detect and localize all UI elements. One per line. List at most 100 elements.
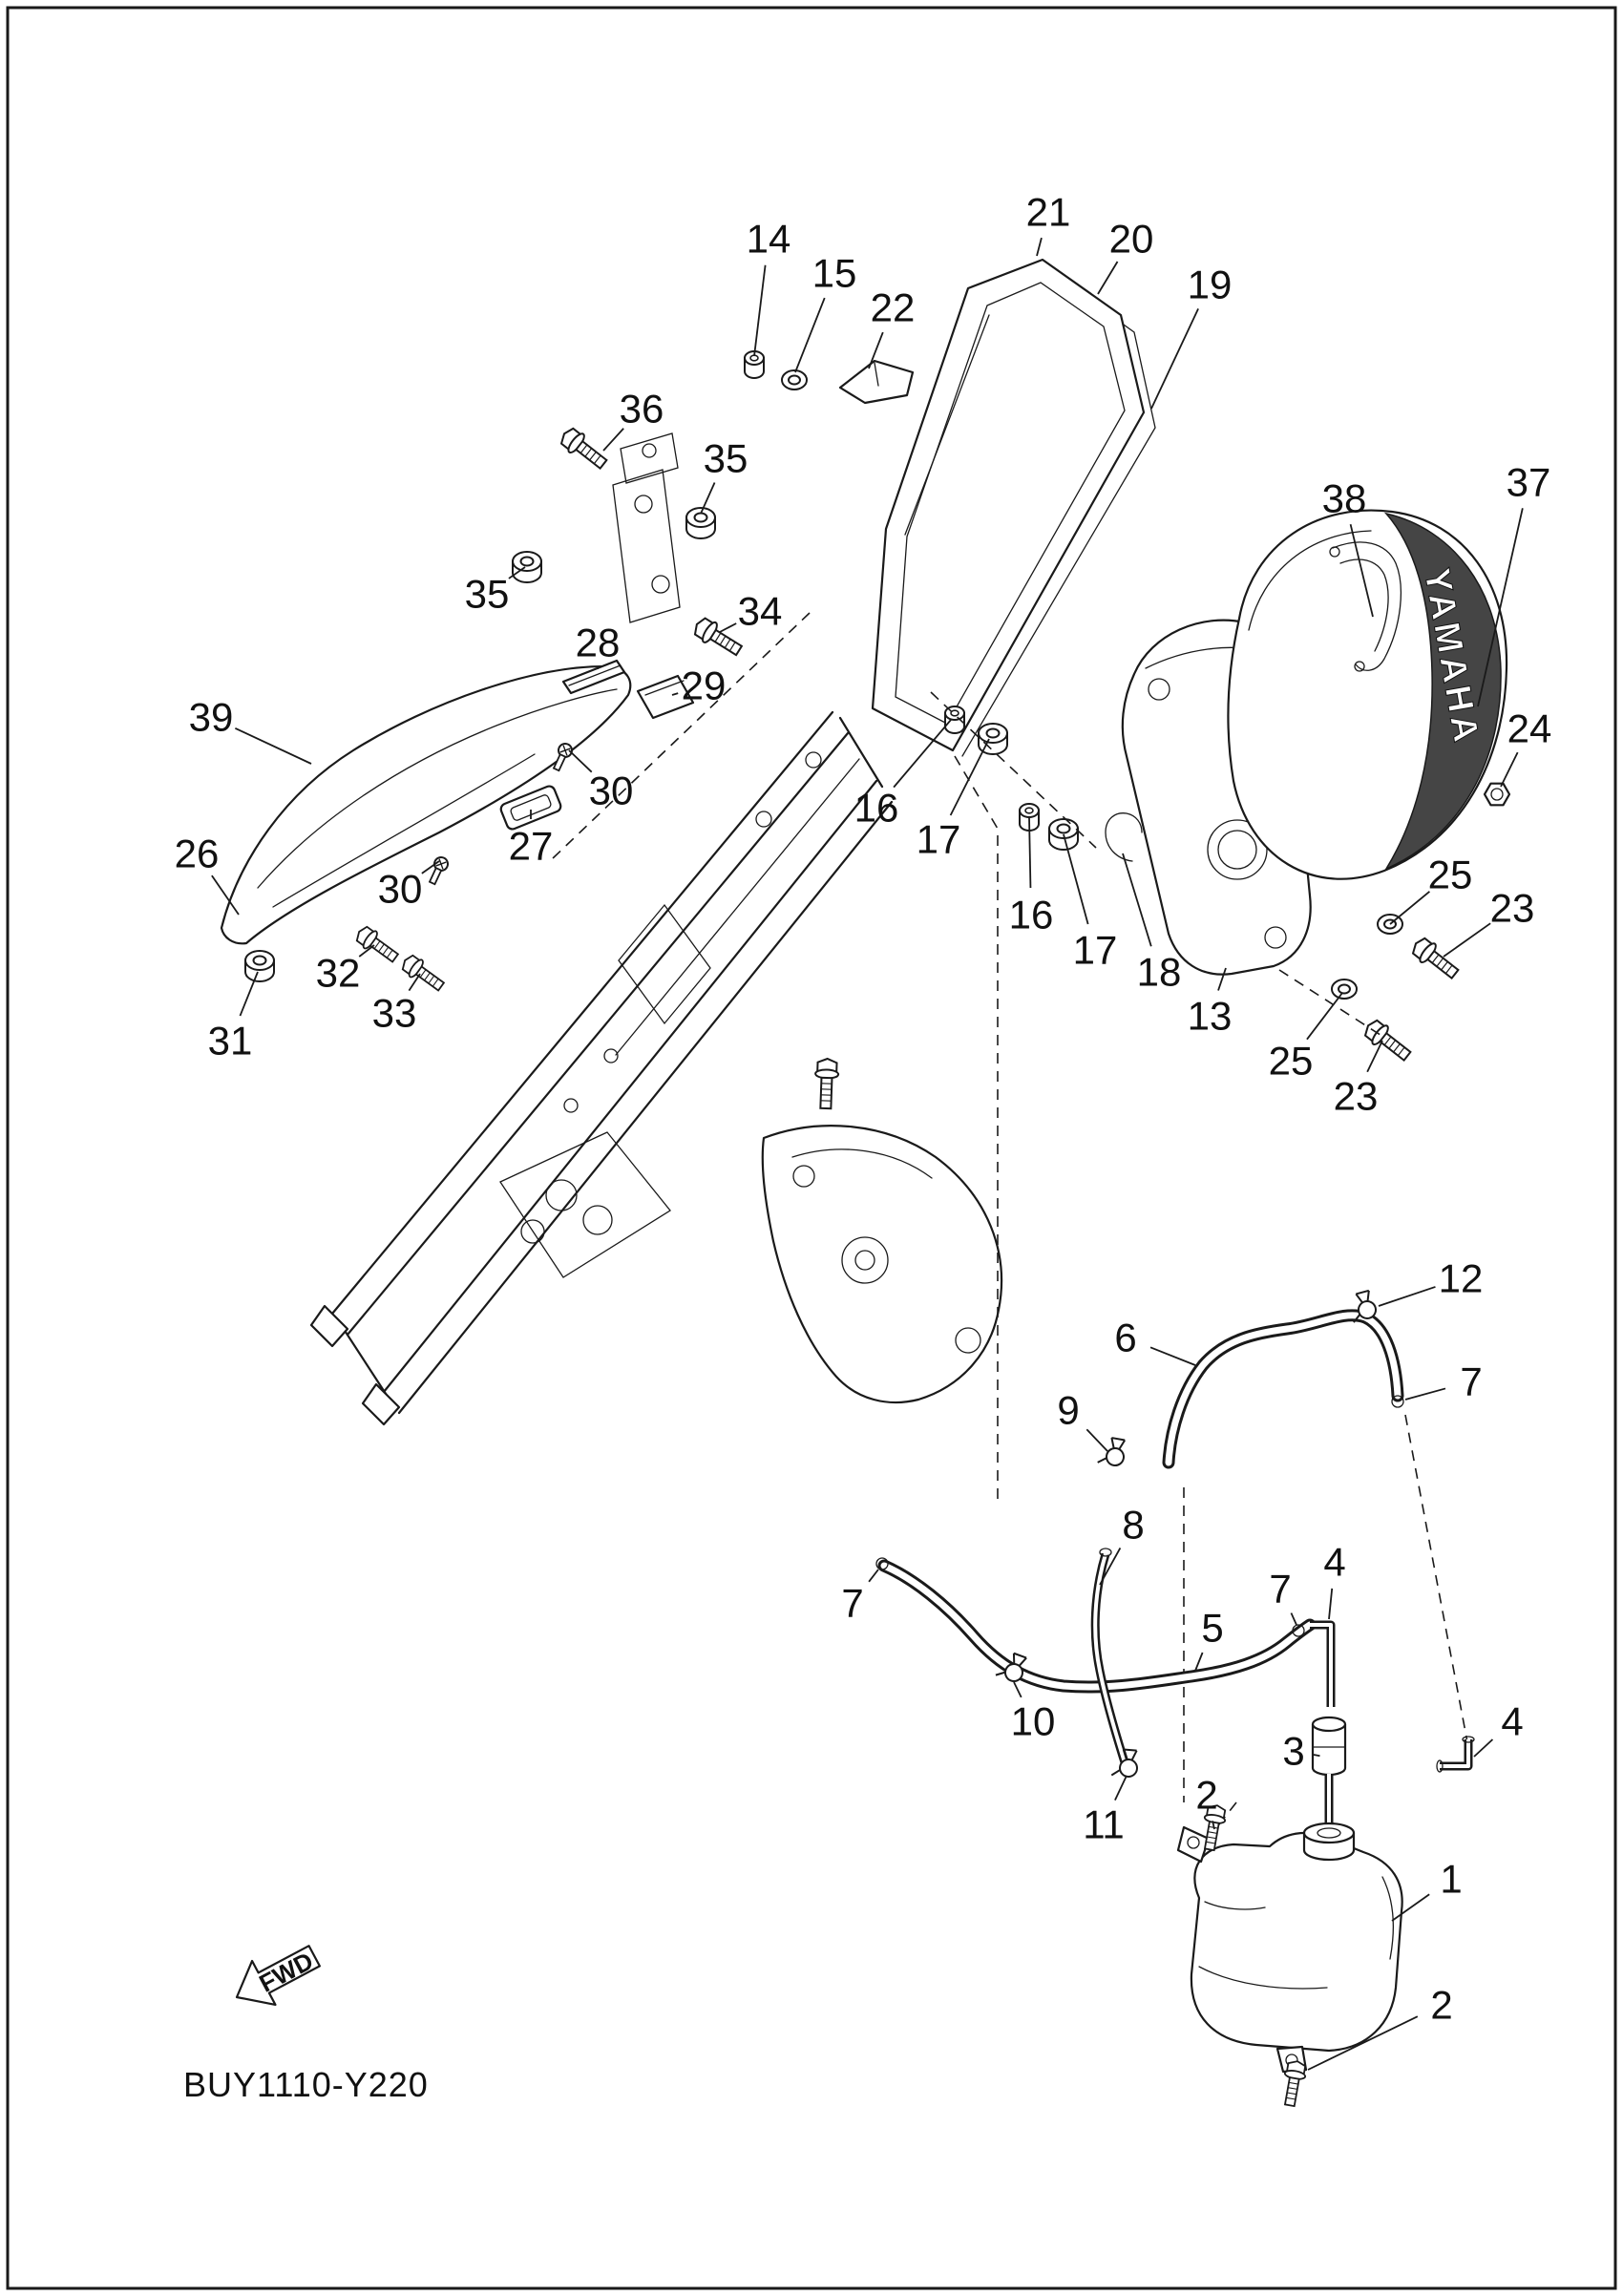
callout-34: 34	[738, 589, 783, 634]
elbow-4b	[1436, 1736, 1475, 1773]
callout-leader-line	[1114, 1775, 1128, 1801]
callout-leader-line	[239, 971, 259, 1017]
reservoir-tank	[1176, 1802, 1403, 2109]
callout-20: 20	[1109, 217, 1154, 262]
alignment-lines	[551, 612, 1468, 1843]
callout-8: 8	[1122, 1503, 1144, 1548]
callout-7: 7	[841, 1581, 863, 1626]
callout-11: 11	[1083, 1802, 1125, 1847]
callout-leader-line	[1217, 967, 1227, 991]
callout-17: 17	[917, 817, 961, 862]
screw-30b	[425, 853, 452, 887]
page-border	[6, 6, 1617, 2290]
callout-35: 35	[465, 572, 510, 617]
callout-leader-line	[1086, 1428, 1108, 1452]
callout-4: 4	[1501, 1699, 1523, 1744]
callout-14: 14	[747, 217, 791, 262]
nut-24	[1483, 782, 1511, 807]
callout-6: 6	[1114, 1316, 1136, 1360]
callout-32: 32	[316, 951, 361, 996]
callout-leader-line	[568, 749, 593, 773]
fwd-label: FWD	[255, 1947, 318, 1998]
panel-bracket	[838, 359, 915, 405]
callout-38: 38	[1322, 476, 1367, 521]
frame-bolt	[812, 1057, 840, 1110]
callout-36: 36	[620, 387, 664, 432]
callout-leader-line	[234, 727, 312, 765]
cover-brand-band	[1383, 512, 1502, 871]
callout-leader-line	[408, 973, 421, 992]
callout-15: 15	[812, 251, 857, 296]
callout-leader-line	[868, 331, 884, 369]
callout-5: 5	[1201, 1606, 1223, 1651]
bolt-23b	[1360, 1015, 1416, 1066]
callout-25: 25	[1269, 1039, 1314, 1084]
callout-17: 17	[1073, 928, 1118, 973]
callout-leader-line	[1194, 1652, 1204, 1672]
callout-19: 19	[1188, 263, 1233, 307]
clamp-9	[1096, 1435, 1128, 1468]
callout-leader-line	[893, 719, 952, 789]
callout-13: 13	[1188, 994, 1233, 1039]
callout-leader-line	[719, 622, 737, 633]
callout-leader-line	[508, 566, 526, 579]
bolt-23a	[1407, 933, 1464, 984]
callout-leader-line	[1389, 891, 1430, 925]
elbow-4a	[1310, 1620, 1336, 1707]
callout-leader-line	[602, 428, 624, 452]
bolt-36	[556, 423, 612, 474]
callout-16: 16	[854, 786, 899, 831]
upper-side-panel	[838, 258, 1156, 757]
callout-21: 21	[1026, 190, 1071, 235]
callout-10: 10	[1011, 1699, 1056, 1744]
callout-9: 9	[1057, 1388, 1079, 1433]
callout-leader-line	[1307, 2015, 1419, 2071]
callout-2: 2	[1430, 1983, 1452, 2028]
callout-leader-line	[1378, 1286, 1436, 1307]
filler-cap	[1302, 1822, 1356, 1862]
valve-3	[1311, 1716, 1347, 1777]
callout-leader-line	[949, 738, 990, 816]
hose-6	[1162, 1309, 1404, 1469]
callout-leader-line	[1036, 237, 1043, 257]
callout-leader-line	[1349, 524, 1374, 618]
callout-leader-line	[1306, 992, 1343, 1041]
callout-leader-line	[1013, 1681, 1022, 1698]
strip-28	[561, 659, 626, 695]
callout-leader-line	[794, 297, 826, 373]
callout-16: 16	[1009, 893, 1054, 937]
clamp-11	[1110, 1747, 1140, 1779]
callout-30: 30	[378, 867, 423, 912]
callout-leader-line	[1328, 1588, 1334, 1620]
grommet-31	[244, 950, 275, 982]
plate-27	[499, 785, 562, 831]
callout-leader-line	[1149, 1346, 1196, 1366]
swingarm-bracket	[761, 1125, 1003, 1403]
callout-22: 22	[871, 285, 916, 330]
callout-33: 33	[372, 991, 417, 1036]
callout-23: 23	[1490, 886, 1535, 931]
clip-7c	[1292, 1624, 1305, 1637]
callout-leader-line	[1366, 1040, 1383, 1073]
collar-16a	[944, 706, 965, 734]
callout-37: 37	[1507, 460, 1551, 505]
callout-leader-line	[1443, 922, 1491, 958]
washer-15	[781, 369, 808, 390]
fwd-arrow: FWD	[235, 1945, 321, 2007]
callout-39: 39	[189, 695, 234, 740]
hose-assembly	[875, 1289, 1475, 1852]
callout-23: 23	[1334, 1074, 1379, 1119]
callout-leader-line	[1150, 307, 1199, 410]
callout-leader-line	[1212, 1821, 1215, 1830]
callout-leader-line	[1099, 1548, 1122, 1586]
callout-leader-line	[1063, 833, 1089, 925]
bolt-32	[351, 922, 403, 968]
callout-leader-line	[421, 860, 440, 874]
callout-leader-line	[753, 264, 767, 357]
callout-leader-line	[1473, 1738, 1494, 1758]
bolt-33	[397, 951, 449, 997]
hook-18	[1105, 812, 1143, 862]
callout-leader-line	[211, 874, 240, 916]
